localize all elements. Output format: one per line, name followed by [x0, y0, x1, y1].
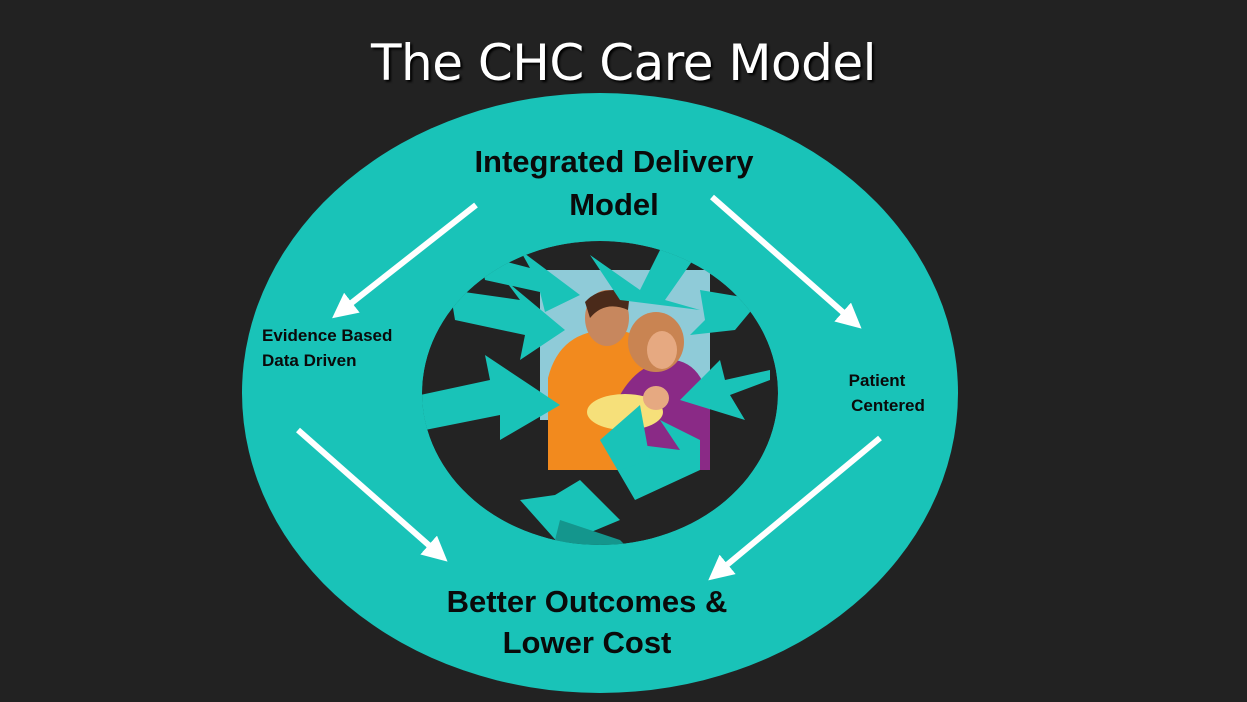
right-label-line-2: Centered: [851, 396, 925, 415]
slide-title: The CHC Care Model: [371, 34, 877, 92]
arrow-top-right: [710, 194, 862, 329]
arrow-bottom-left: [296, 427, 448, 562]
left-label-line-1: Evidence Based: [262, 326, 392, 345]
top-label-line-1: Integrated Delivery: [474, 144, 754, 179]
arrow-bottom-right: [708, 435, 882, 581]
bottom-label-line-2: Lower Cost: [503, 625, 672, 660]
left-label-line-2: Data Driven: [262, 351, 356, 370]
top-label-line-2: Model: [569, 187, 659, 222]
arrow-top-left: [332, 202, 478, 319]
bottom-label-line-1: Better Outcomes &: [447, 584, 728, 619]
family-clipart-icon: [422, 241, 778, 545]
right-label-line-1: Patient: [849, 371, 906, 390]
